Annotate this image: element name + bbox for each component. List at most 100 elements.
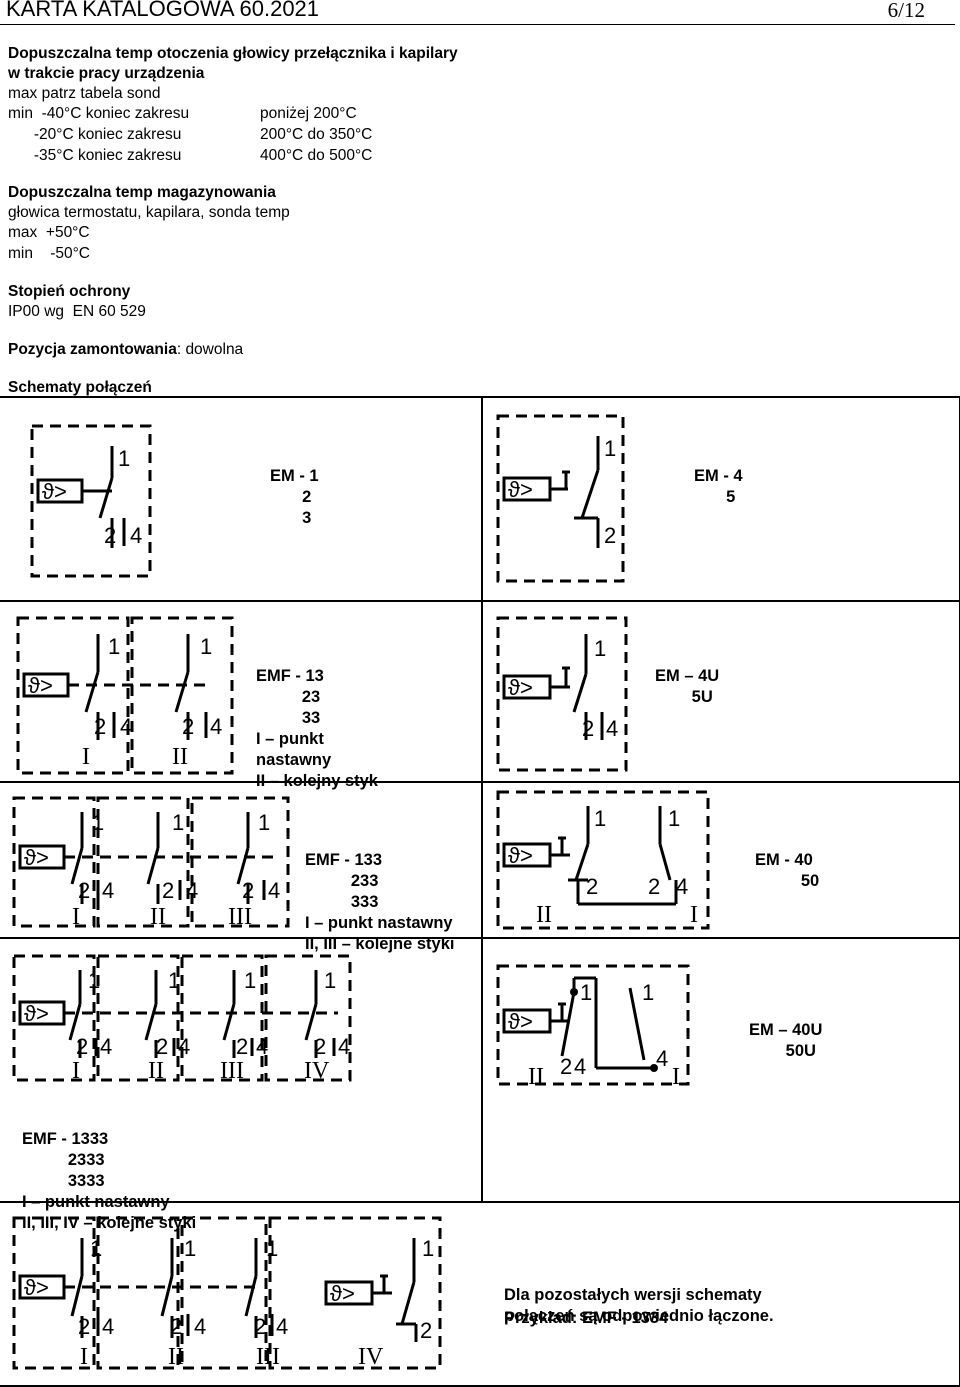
mounting-line: Pozycja zamontowania: dowolna [8, 340, 243, 360]
operating-temp-row-3-right: 400°C do 500°C [260, 147, 373, 164]
em40u-label: EM – 40U 50U [749, 1021, 823, 1060]
svg-text:4: 4 [130, 523, 142, 548]
svg-text:1: 1 [118, 446, 130, 471]
table-divider-row-4 [0, 1201, 960, 1203]
operating-temp-row-1-right: poniżej 200°C [260, 105, 357, 122]
mounting-label: Pozycja zamontowania [8, 341, 177, 358]
svg-text:4: 4 [186, 878, 198, 903]
svg-text:ϑ>: ϑ> [24, 1001, 49, 1026]
svg-text:1: 1 [88, 968, 100, 993]
protection-value: IP00 wg EN 60 529 [8, 303, 146, 320]
table-border-top [0, 396, 960, 398]
em1-diagram: ϑ> 1 2 4 [30, 424, 152, 578]
svg-text:ϑ>: ϑ> [508, 675, 533, 700]
em40u-diagram: ϑ> 1 1 2 4 4 II I [496, 964, 690, 1090]
table-border-bottom [0, 1385, 960, 1387]
svg-text:2: 2 [420, 1318, 432, 1343]
svg-text:ϑ>: ϑ> [28, 673, 53, 698]
storage-temp-line-3: min -50°C [8, 245, 90, 262]
table-divider-vertical-1 [481, 396, 483, 781]
svg-text:2: 2 [586, 874, 598, 899]
svg-text:2: 2 [78, 878, 90, 903]
svg-text:ϑ>: ϑ> [508, 477, 533, 502]
svg-text:ϑ>: ϑ> [24, 845, 49, 870]
svg-text:1: 1 [668, 806, 680, 831]
svg-text:4: 4 [194, 1314, 206, 1339]
svg-text:2: 2 [162, 878, 174, 903]
svg-text:2: 2 [254, 1314, 266, 1339]
svg-text:II: II [150, 904, 166, 930]
table-divider-vertical-3 [481, 939, 483, 1201]
svg-text:ϑ>: ϑ> [24, 1275, 49, 1300]
svg-text:IV: IV [358, 1344, 384, 1370]
svg-text:IV: IV [304, 1058, 330, 1084]
schemes-title: Schematy połączeń [8, 379, 152, 396]
svg-text:2: 2 [648, 874, 660, 899]
svg-text:1: 1 [200, 634, 212, 659]
svg-text:ϑ>: ϑ> [508, 1009, 533, 1034]
svg-text:2: 2 [94, 714, 106, 739]
svg-text:II: II [528, 1064, 544, 1090]
svg-text:I: I [72, 904, 80, 930]
svg-text:I: I [690, 902, 698, 928]
svg-text:2: 2 [76, 1034, 88, 1059]
em4-label: EM - 4 5 [694, 467, 743, 506]
table-divider-vertical-2 [481, 783, 483, 937]
svg-text:2: 2 [242, 878, 254, 903]
svg-text:1: 1 [258, 810, 270, 835]
em40-diagram: ϑ> 12 12 4 II I [496, 790, 710, 930]
svg-text:4: 4 [606, 716, 618, 741]
svg-text:ϑ>: ϑ> [508, 843, 533, 868]
document-title: KARTA KATALOGOWA 60.2021 [6, 0, 320, 21]
page-number: 6/12 [887, 0, 925, 22]
svg-text:4: 4 [338, 1034, 350, 1059]
svg-text:1: 1 [324, 968, 336, 993]
svg-text:ϑ>: ϑ> [42, 479, 67, 504]
svg-text:4: 4 [178, 1034, 190, 1059]
svg-text:4: 4 [268, 878, 280, 903]
svg-text:4: 4 [256, 1034, 268, 1059]
storage-temp-line-1: głowica termostatu, kapilara, sonda temp [8, 204, 290, 221]
example-label: Przykład: EMF - 1334 [504, 1309, 669, 1327]
svg-text:2: 2 [236, 1034, 248, 1059]
svg-text:1: 1 [422, 1236, 434, 1261]
svg-text:4: 4 [120, 714, 132, 739]
storage-temp-line-2: max +50°C [8, 224, 90, 241]
svg-text:2: 2 [156, 1034, 168, 1059]
svg-text:1: 1 [184, 1236, 196, 1261]
operating-temp-row-3-left: -35°C koniec zakresu [8, 147, 182, 164]
svg-text:III: III [228, 904, 252, 930]
svg-text:II: II [148, 1058, 164, 1084]
svg-text:4: 4 [102, 878, 114, 903]
svg-text:1: 1 [90, 1236, 102, 1261]
svg-text:1: 1 [594, 636, 606, 661]
operating-temp-max: max patrz tabela sond [8, 85, 161, 102]
table-divider-row-3 [0, 937, 960, 939]
svg-text:2: 2 [582, 716, 594, 741]
table-divider-row-2 [0, 781, 960, 783]
operating-temp-row-1-left: min -40°C koniec zakresu [8, 105, 190, 122]
em4u-label: EM – 4U 5U [655, 667, 720, 706]
svg-text:4: 4 [676, 874, 688, 899]
svg-text:1: 1 [244, 968, 256, 993]
svg-text:I: I [82, 744, 90, 770]
svg-text:III: III [256, 1344, 280, 1370]
svg-text:1: 1 [580, 980, 592, 1005]
emf13-diagram: ϑ> 1 2 4 1 2 4 I II [16, 616, 234, 775]
svg-text:2: 2 [170, 1314, 182, 1339]
operating-temp-title-2: w trakcie pracy urządzenia [8, 65, 205, 82]
svg-text:1: 1 [108, 634, 120, 659]
svg-text:2: 2 [104, 523, 116, 548]
em1-label: EM - 1 2 3 [270, 467, 319, 527]
svg-text:2: 2 [182, 714, 194, 739]
svg-text:1: 1 [266, 1236, 278, 1261]
svg-text:4: 4 [656, 1046, 668, 1071]
emf1333-diagram: ϑ> 12 4 12 4 12 4 12 4 I II III IV [12, 954, 352, 1084]
svg-text:II: II [172, 744, 188, 770]
svg-text:4: 4 [210, 714, 222, 739]
svg-text:2: 2 [604, 523, 616, 548]
svg-text:4: 4 [276, 1314, 288, 1339]
